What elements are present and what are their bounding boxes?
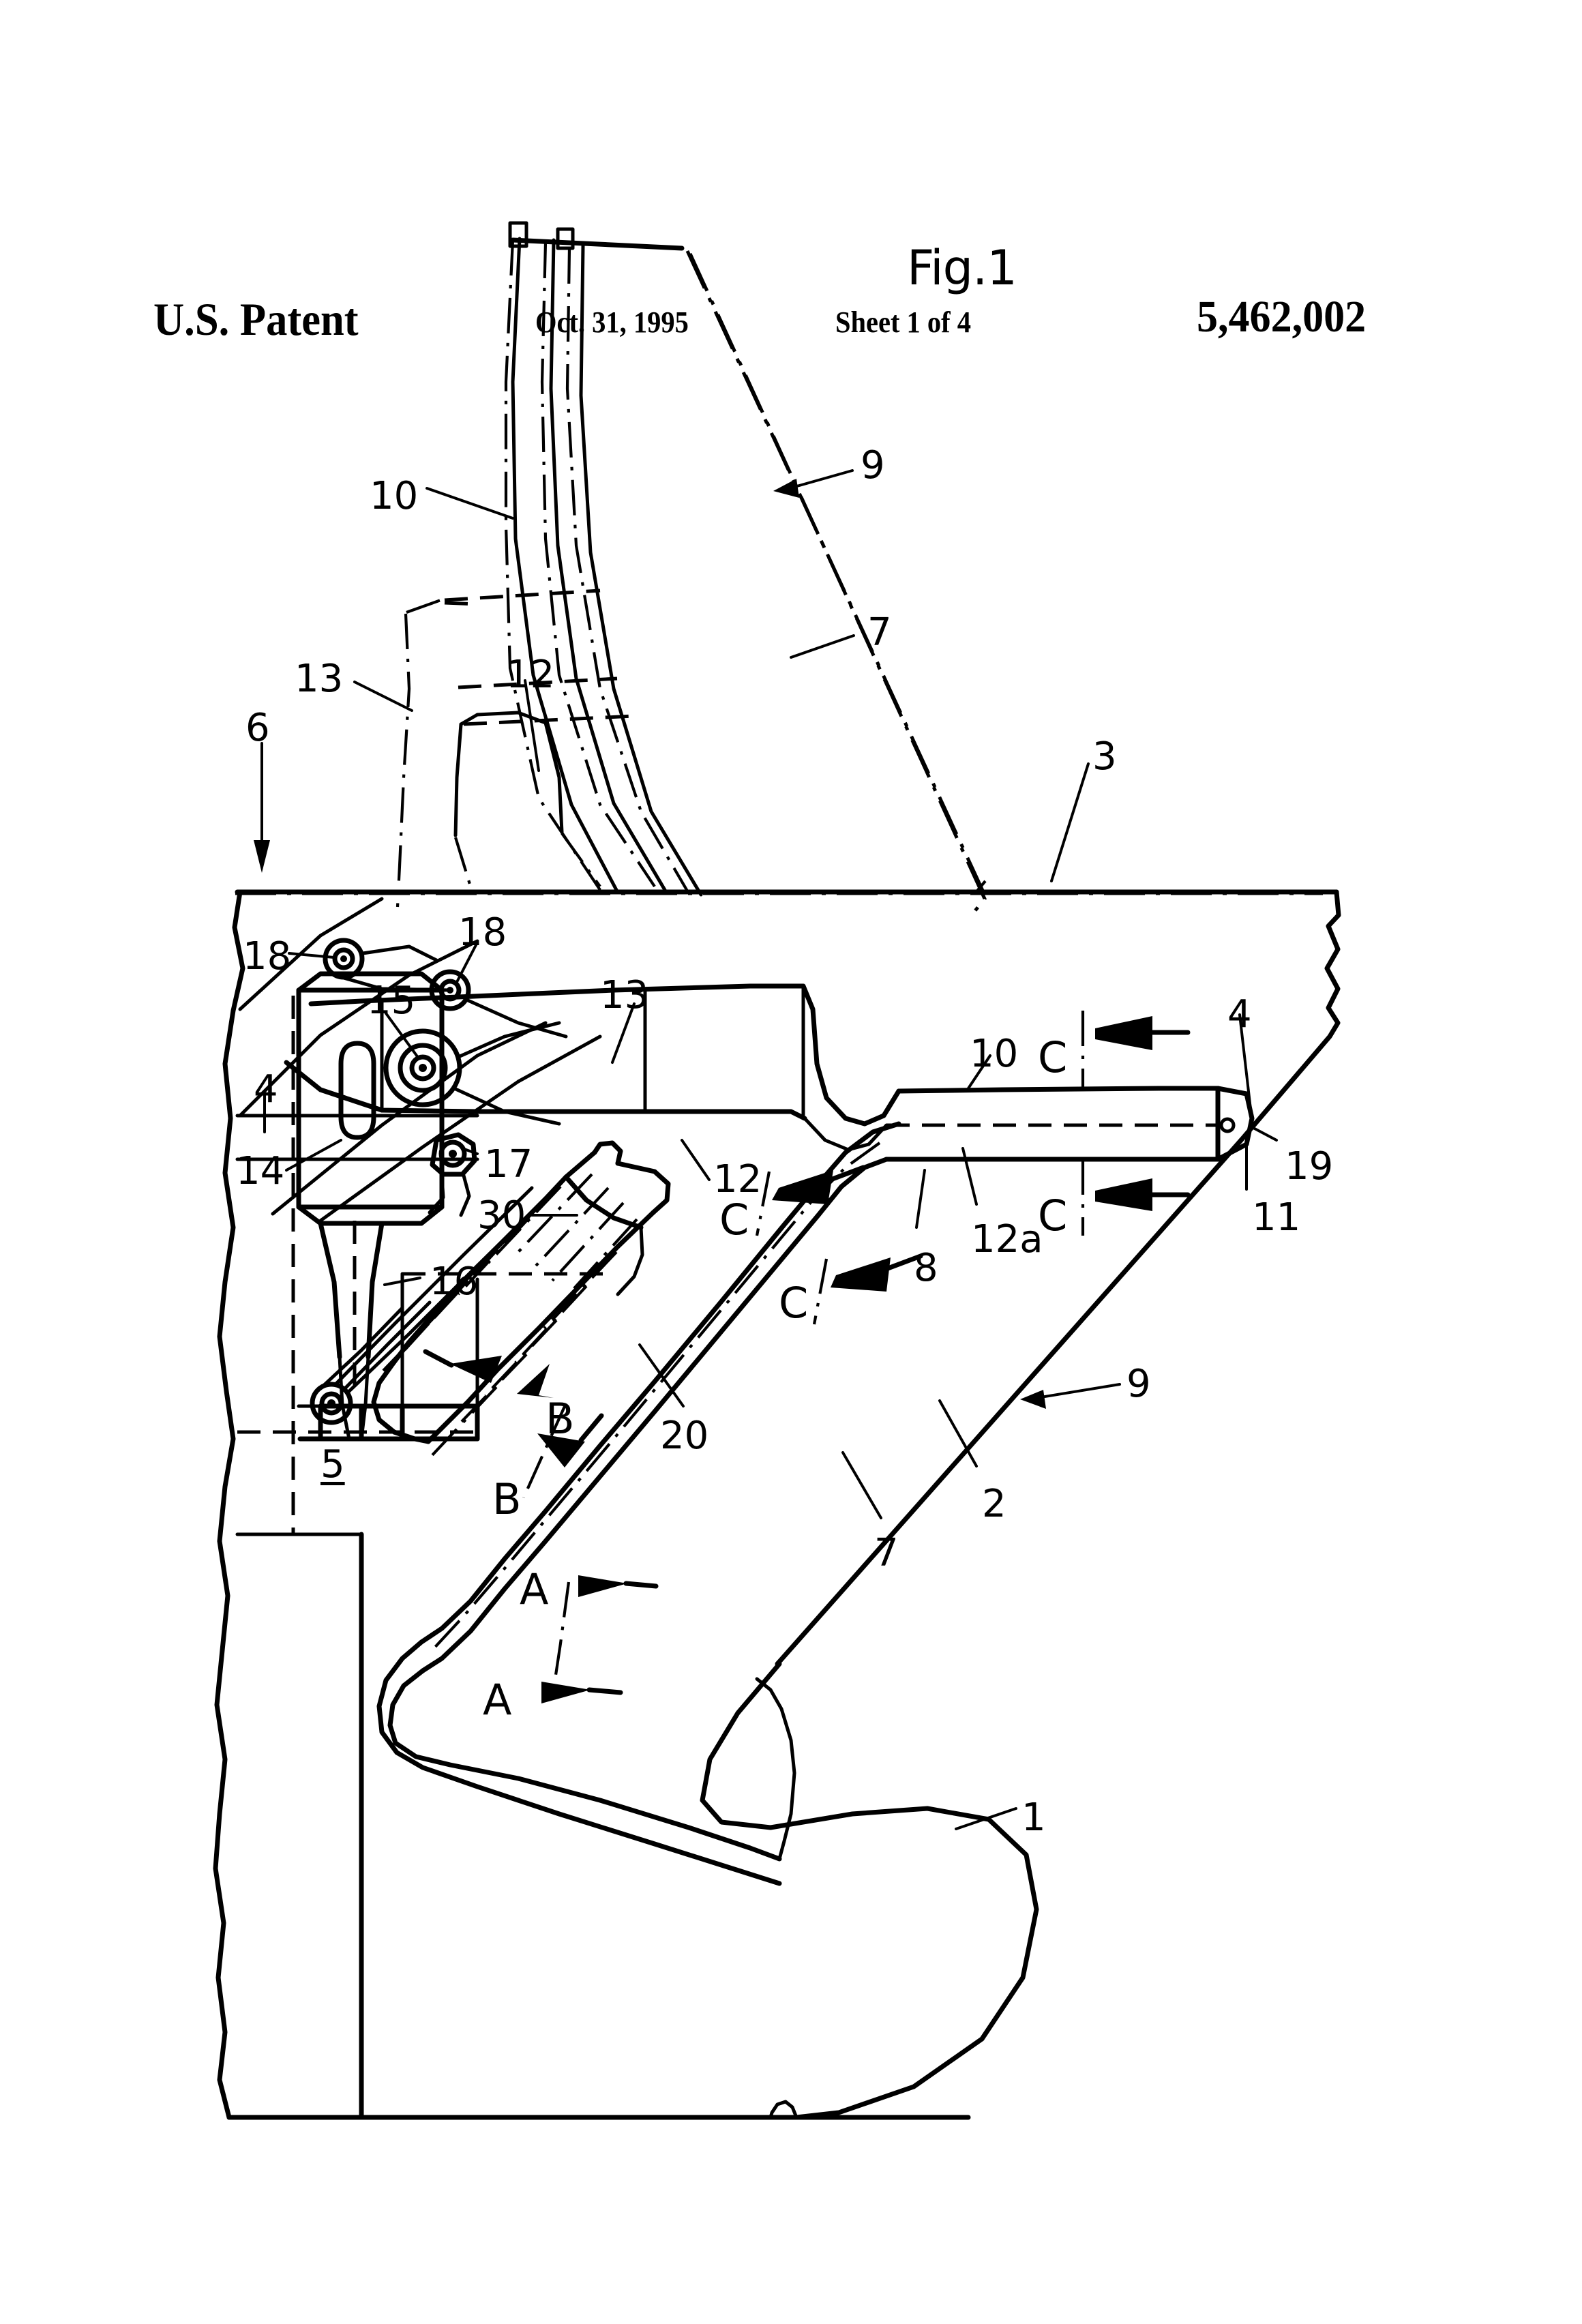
reference-numeral-4: 4 [1227,992,1252,1037]
pivot-pins [297,938,568,1425]
reference-numeral-18: 18 [243,934,292,979]
reference-numeral-17: 17 [484,1142,533,1187]
section-mark-c: C [1038,1032,1068,1082]
patent-date: Oct. 31, 1995 [535,306,689,339]
sheet-number: Sheet 1 of 4 [835,306,972,339]
reference-numeral-13: 13 [295,657,344,701]
vehicle-body-outline [213,889,1341,2120]
section-mark-a: A [483,1675,512,1725]
reference-numeral-1: 1 [1021,1796,1046,1840]
reference-numeral-15: 15 [367,979,416,1023]
section-mark-a: A [520,1564,549,1614]
patent-office-label: U.S. Patent [153,293,359,345]
reference-numeral-4: 4 [254,1067,278,1112]
reference-numeral-12: 12 [713,1157,762,1202]
reference-numeral-11: 11 [1252,1195,1301,1240]
reference-numeral-6: 6 [245,706,270,750]
reference-numeral-3: 3 [1092,734,1117,779]
section-mark-c: C [1038,1191,1068,1240]
raised-arm-phantom [395,221,987,914]
patent-number: 5,462,002 [1197,292,1367,342]
lowered-boom [284,983,1255,1886]
reference-numeral-13: 13 [600,973,649,1017]
reference-numeral-10: 10 [370,474,419,518]
section-line-C [755,1011,1191,1325]
reference-numeral-9: 9 [1126,1362,1151,1406]
reference-numeral-7: 7 [874,1531,899,1575]
reference-numeral-30: 30 [477,1193,526,1238]
reference-numeral-10: 10 [970,1032,1019,1076]
reference-numeral-12: 12 [506,653,555,697]
section-mark-b: B [492,1474,522,1524]
reference-numeral-18: 18 [458,910,507,955]
reference-numeral-2: 2 [982,1482,1006,1526]
reference-numeral-8: 8 [914,1246,938,1290]
figure-title: Fig.1 [907,240,1017,296]
reference-numeral-19: 19 [1285,1144,1334,1189]
section-mark-c: C [779,1278,809,1328]
reference-numeral-16: 16 [430,1260,479,1304]
reference-numeral-14: 14 [236,1149,285,1193]
reference-numeral-20: 20 [660,1414,709,1458]
section-mark-b: B [546,1394,575,1444]
leader-lines [254,469,1278,1830]
reference-numeral-7: 7 [867,610,892,655]
reference-numeral-12a: 12a [971,1217,1043,1262]
patent-header: U.S. Patent Oct. 31, 1995 Sheet 1 of 4 5… [0,147,1582,345]
section-line-A [541,1575,659,1703]
reference-numeral-9: 9 [861,443,885,488]
section-mark-c: C [719,1195,749,1245]
reference-numeral-5: 5 [320,1442,345,1487]
section-line-B [423,1349,604,1498]
